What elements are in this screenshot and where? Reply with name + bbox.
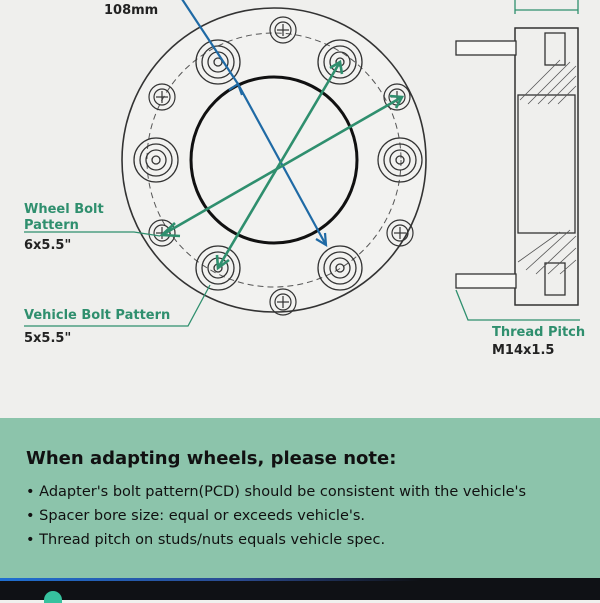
adapter-diagram: 108mm Wheel Bolt Pattern 6x5.5" Vehicle … [24, 0, 586, 358]
pcd-label: 108mm [104, 3, 159, 18]
leader-lines [24, 231, 580, 327]
note-title: When adapting wheels, please note: [26, 448, 397, 469]
thread-pitch-value: M14x1.5 [492, 343, 555, 358]
note-item: Adapter's bolt pattern(PCD) should be co… [26, 480, 526, 504]
vehicle-bolt-pattern-value: 5x5.5" [24, 331, 72, 346]
bottom-bar [0, 578, 600, 600]
wheel-bolt-pattern-value: 6x5.5" [24, 238, 72, 253]
adapter-drawing [24, 0, 580, 327]
stud-holes-large [133, 39, 423, 291]
thread-pitch-label: Thread Pitch [492, 325, 586, 340]
note-item: Thread pitch on studs/nuts equals vehicl… [26, 528, 526, 552]
note-panel: When adapting wheels, please note: Adapt… [0, 418, 600, 578]
bottom-accent-strip [0, 578, 600, 581]
note-list: Adapter's bolt pattern(PCD) should be co… [26, 480, 526, 552]
vehicle-bolt-pattern-label: Vehicle Bolt Pattern [24, 308, 171, 323]
note-item: Spacer bore size: equal or exceeds vehic… [26, 504, 526, 528]
logo-shape [44, 591, 62, 603]
pcd-arrow [181, 0, 328, 248]
center-bore [189, 75, 359, 245]
bolt-circle-dashed [146, 32, 402, 288]
bolt-pattern-arrows [158, 59, 405, 271]
wheel-bolt-pattern-label: Wheel Bolt Pattern [24, 202, 104, 233]
side-view [455, 0, 579, 306]
